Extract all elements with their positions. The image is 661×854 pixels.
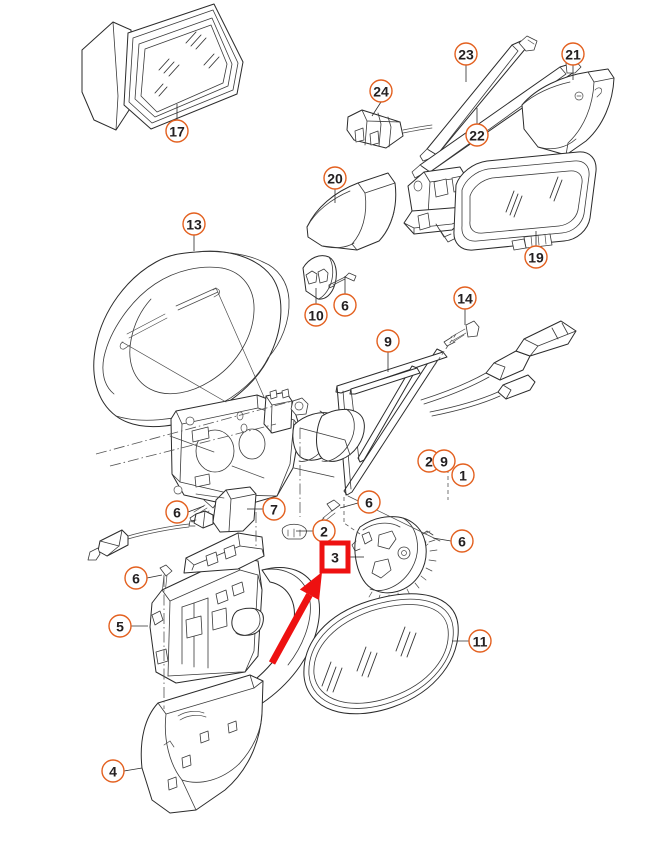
callout-bubble[interactable] [468,629,492,653]
callout-5-mirror-base-frame[interactable]: 5 [108,614,148,638]
callout-24-connector-plug[interactable]: 24 [369,79,393,117]
callout-bubble[interactable] [357,490,381,514]
highlight-arrow-shaft [268,593,313,665]
callout-7-turn-signal-lamp[interactable]: 7 [247,497,286,521]
callout-6-screw[interactable]: 6 [339,490,381,514]
callout-bubble[interactable] [450,529,474,553]
callout-number-label: 6 [458,534,466,550]
callout-bubble[interactable] [465,123,489,147]
callout-bubble[interactable] [323,166,347,190]
callout-leader-line [371,101,382,117]
part-23-support-rod-upper [419,35,538,162]
callout-6-screw[interactable]: 6 [333,276,357,317]
highlight-box-backing [322,543,348,571]
callout-number-label: 6 [341,298,349,314]
callout-number-label: 2 [425,454,433,470]
callout-number-label: 24 [373,84,389,100]
part-4-lower-cover-trim [140,674,264,814]
highlighted-part-number-label: 3 [331,550,339,566]
callout-9-triangular-seal-gasket[interactable]: 9 [376,329,400,372]
callout-1-complete-mirror-assembly[interactable]: 1 [451,463,475,487]
callout-number-label: 5 [116,619,124,635]
callout-6-screw[interactable]: 6 [432,529,474,553]
callout-22-support-rod-lower[interactable]: 22 [465,108,489,147]
callout-number-label: 11 [473,634,488,650]
part-21-cover-cap-right [521,68,615,156]
callout-number-label: 4 [109,764,117,780]
callout-number-label: 14 [457,291,473,307]
callout-number-label: 9 [384,334,392,350]
callout-number-label: 19 [528,250,544,266]
callout-bubble[interactable] [376,329,400,353]
callout-10-cover-cap[interactable]: 10 [304,288,328,327]
part-20-cover-cap-left [306,172,397,251]
callout-bubble[interactable] [124,566,148,590]
callout-6-screw[interactable]: 6 [124,566,163,590]
callout-number-label: 22 [469,128,485,144]
callout-number-label: 20 [327,171,343,187]
callout-11-mirror-glass[interactable]: 11 [452,629,492,653]
callout-4-lower-cover-trim[interactable]: 4 [101,759,143,783]
part-13-mirror-housing-cover [93,250,290,428]
callout-bubble[interactable] [524,245,548,269]
callout-number-label: 6 [173,505,181,521]
part-14-hex-bolt [443,320,480,347]
part-10-cover-cap [302,255,337,300]
part-mounting-bracket [170,388,365,508]
callout-9-seal[interactable]: 9 [432,449,456,473]
callout-bubble[interactable] [304,303,328,327]
part-3-mirror-adjustment-motor [351,516,438,602]
callout-bubble[interactable] [165,119,189,143]
callout-13-mirror-housing-cover[interactable]: 13 [182,212,206,251]
callout-bubble[interactable] [262,497,286,521]
callout-number-label: 10 [308,308,324,324]
callout-number-label: 2 [320,524,328,540]
callout-leader-line [432,537,452,542]
callout-leader-line [146,574,163,579]
callout-number-label: 9 [440,454,448,470]
part-22-support-rod-lower [411,58,582,179]
callout-number-label: 17 [169,124,185,140]
callout-bubble[interactable] [451,463,475,487]
part-19-interior-rear-view-mirror [453,151,597,251]
callout-bubble[interactable] [432,449,456,473]
callout-bubble[interactable] [108,614,132,638]
callout-number-label: 7 [270,502,278,518]
part-wiring-harness [420,320,577,417]
part-5-mirror-base-frame [149,532,320,723]
callout-number-label: 13 [186,217,202,233]
callout-6-screw[interactable]: 6 [165,500,205,524]
callout-bubble[interactable] [454,42,478,66]
callout-bubble[interactable] [101,759,125,783]
callout-number-label: 1 [459,468,467,484]
callout-leader-line [187,505,205,513]
callout-leader-line [339,502,359,509]
callout-20-cover-cap-left[interactable]: 20 [323,166,347,203]
callout-bubble[interactable] [182,212,206,236]
callout-number-label: 23 [458,47,474,63]
callout-bubble[interactable] [165,500,189,524]
callout-bubble[interactable] [453,286,477,310]
callout-17-mirror-glass-assembly[interactable]: 17 [165,104,189,143]
callout-19-interior-rear-view-mirror[interactable]: 19 [524,231,548,269]
callout-23-support-rod-upper[interactable]: 23 [454,42,478,82]
callout-number-label: 6 [132,571,140,587]
part-6-screws [159,272,434,601]
highlight-arrow-head [299,572,322,601]
callout-bubble[interactable] [369,79,393,103]
callout-21-cover-cap-right[interactable]: 21 [561,42,585,80]
callout-leader-line [123,767,143,772]
highlight-box[interactable] [319,540,351,574]
callout-14-hex-bolt[interactable]: 14 [453,286,477,325]
part-11-mirror-glass [303,593,459,715]
callout-bubble[interactable] [561,42,585,66]
callout-number-label: 6 [365,495,373,511]
callout-bubble[interactable] [333,293,357,317]
callout-number-label: 21 [565,47,581,63]
part-9-triangular-seal-gasket [335,348,448,496]
part-24-connector-plug [346,109,433,149]
part-17-mirror-glass-assembly [81,3,244,131]
